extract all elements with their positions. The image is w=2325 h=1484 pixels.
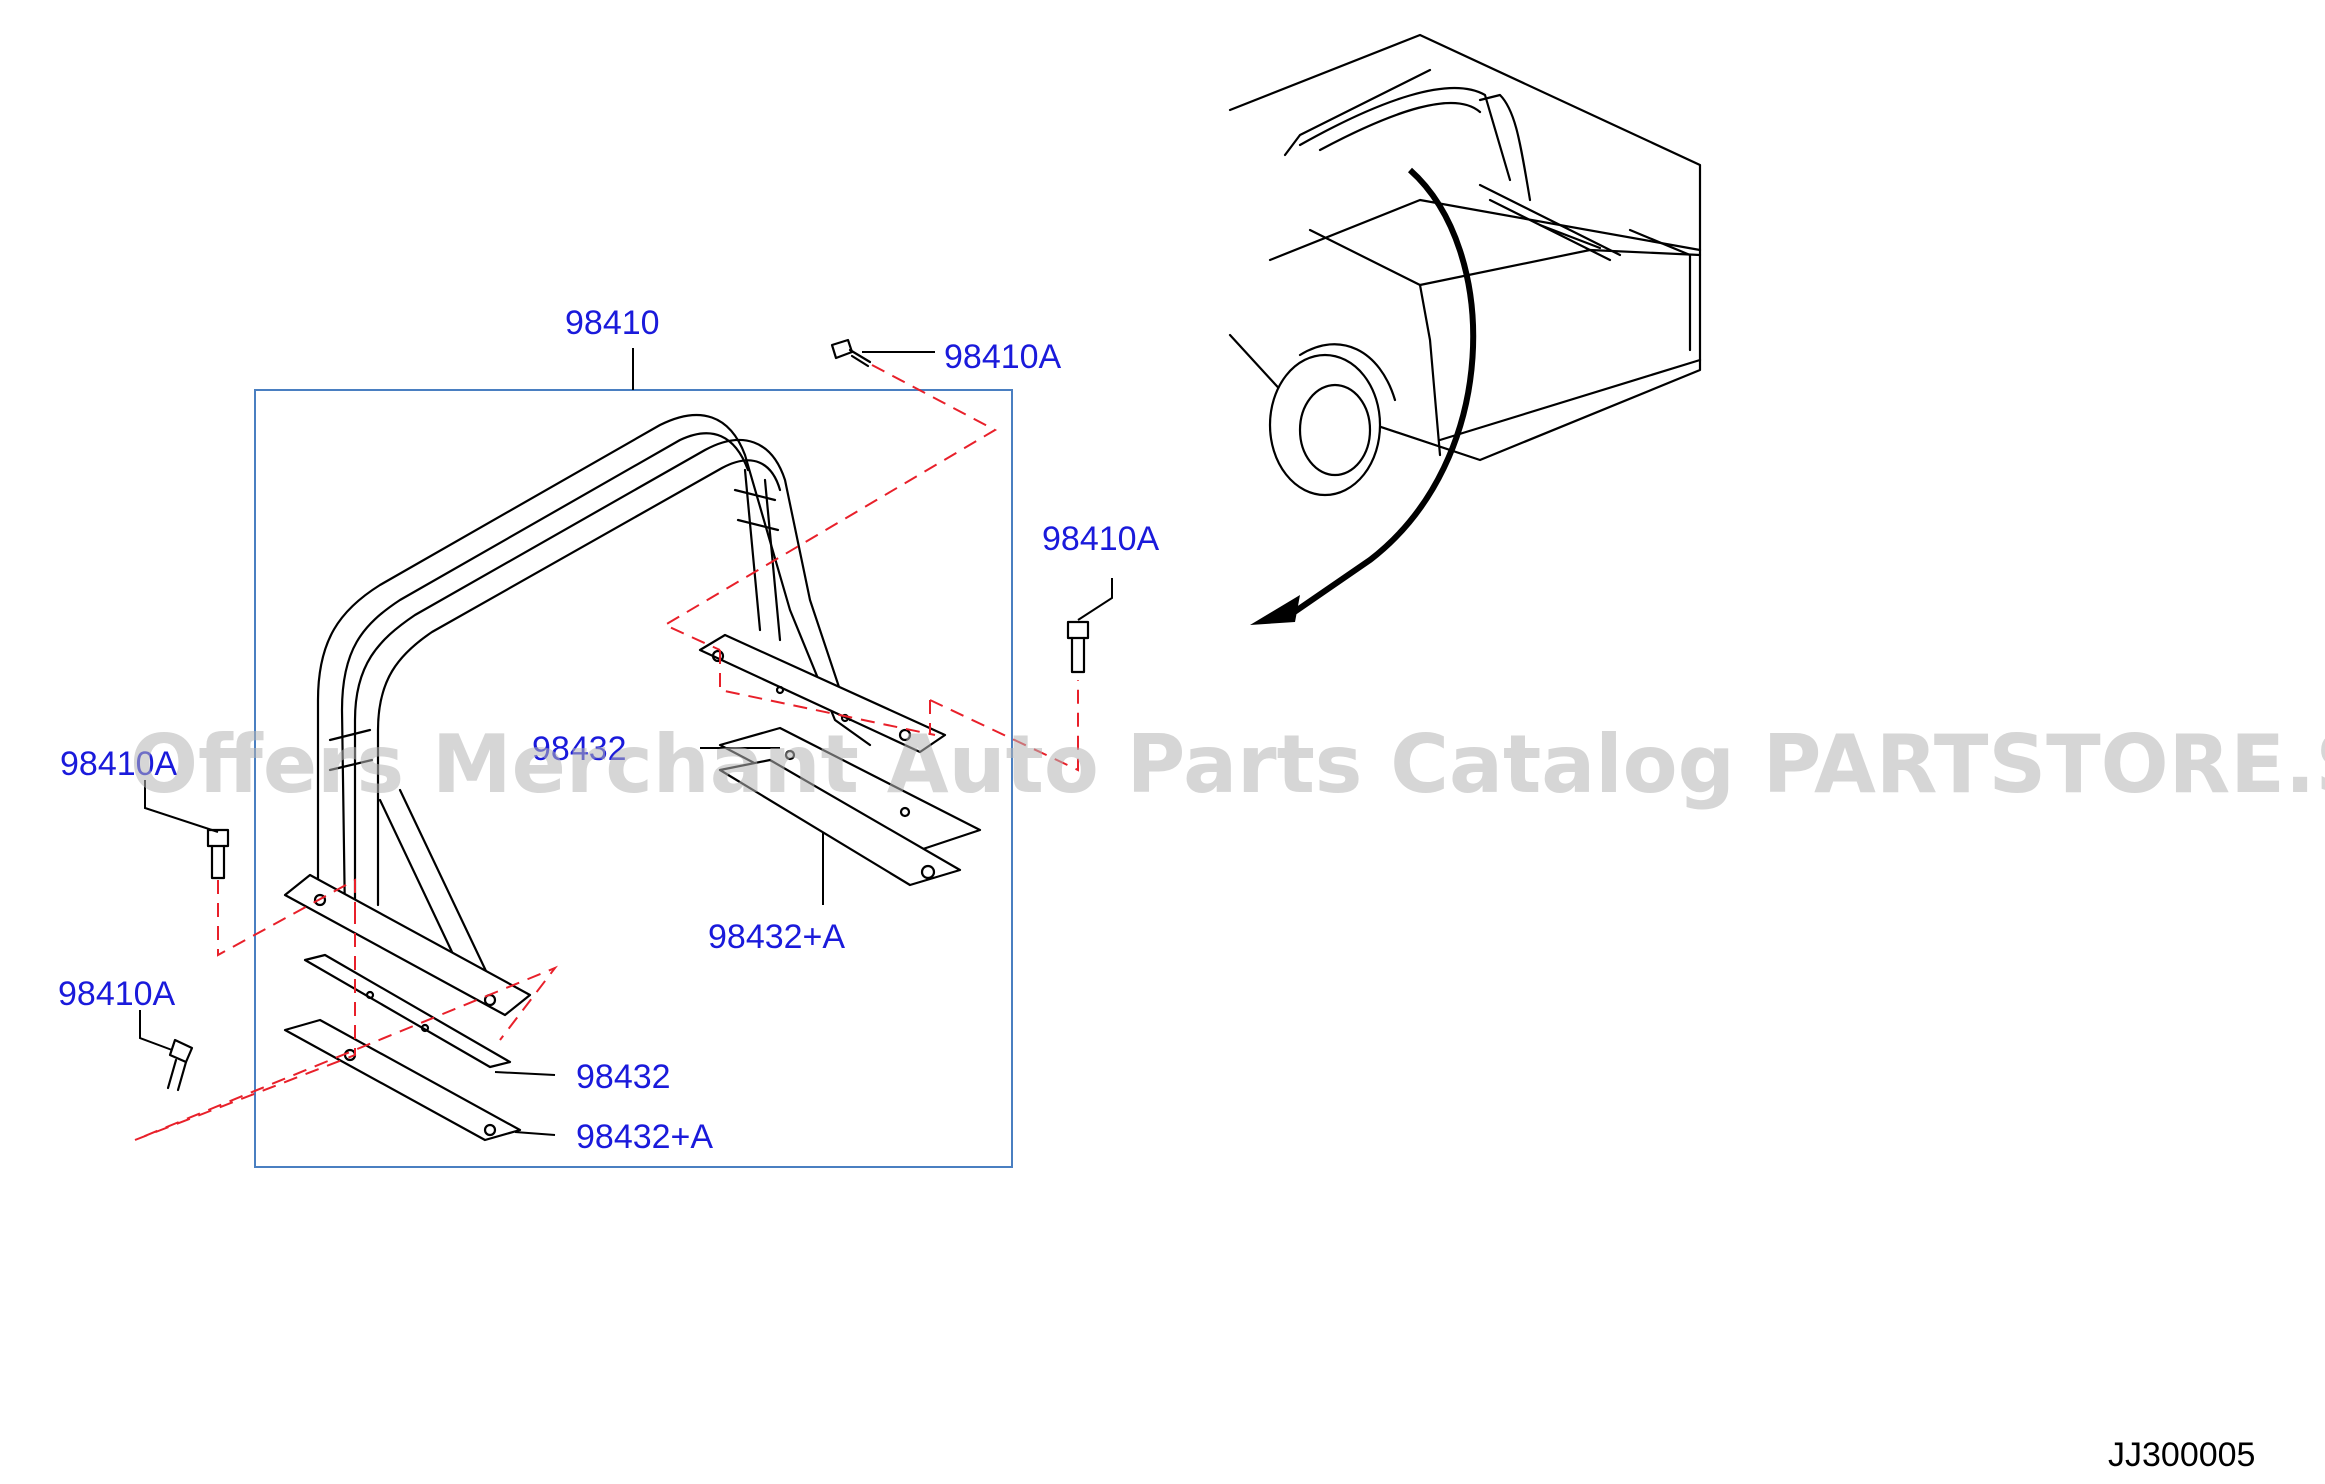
label-98410a-top: 98410A	[944, 338, 1062, 376]
bolt-right[interactable]	[1066, 620, 1090, 674]
bolt-left-lower[interactable]	[166, 1038, 194, 1092]
bolt-top[interactable]	[830, 338, 872, 368]
plate-left-lower[interactable]	[283, 1018, 522, 1142]
label-98432a-left: 98432+A	[576, 1118, 713, 1156]
truck-location-view	[1228, 33, 1702, 625]
leader-lines	[139, 348, 1113, 1136]
roll-bar[interactable]	[283, 413, 947, 1017]
label-98432-left: 98432	[576, 1058, 671, 1096]
bolt-left-upper[interactable]	[206, 828, 230, 880]
label-98432a-right: 98432+A	[708, 918, 845, 956]
label-98410a-left-lower: 98410A	[58, 975, 176, 1013]
plate-right-lower[interactable]	[718, 758, 962, 887]
diagram-code: JJ300005	[2108, 1436, 2255, 1474]
label-98410a-left-upper: 98410A	[60, 745, 178, 783]
assembly-lines	[134, 364, 1079, 1141]
label-98432-right: 98432	[532, 730, 627, 768]
watermark: Offers Merchant Auto Parts Catalog PARTS…	[130, 718, 2325, 811]
label-98410a-right: 98410A	[1042, 520, 1160, 558]
plate-left-upper[interactable]	[303, 953, 512, 1069]
label-98410: 98410	[565, 304, 660, 342]
